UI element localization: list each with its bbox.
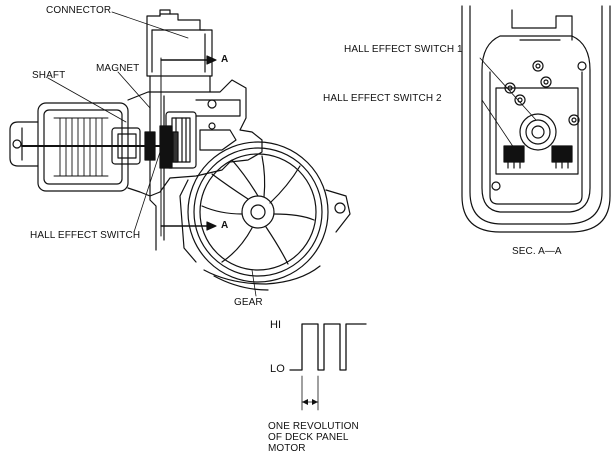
- hall-effect-switch-1-chip: [551, 145, 573, 169]
- connector-label: CONNECTOR: [46, 5, 112, 16]
- section-marker: [160, 55, 217, 237]
- signal-waveform: [289, 323, 367, 411]
- revolution-caption-line2: OF DECK PANEL: [268, 432, 349, 443]
- magnet: [144, 125, 179, 169]
- motor-can: [9, 102, 161, 192]
- hall-effect-switch-1-label: HALL EFFECT SWITCH 1: [344, 44, 463, 55]
- hall-effect-switch-2-chip: [503, 145, 525, 169]
- section-a-bottom-label: A: [221, 220, 229, 231]
- gear-label: GEAR: [234, 297, 263, 308]
- section-caption: SEC. A—A: [512, 246, 562, 257]
- signal-lo-label: LO: [270, 363, 285, 375]
- section-view: [461, 5, 611, 233]
- magnet-label: MAGNET: [96, 63, 140, 74]
- shaft-label: SHAFT: [32, 70, 66, 81]
- hall-effect-switch-2-label: HALL EFFECT SWITCH 2: [323, 93, 442, 104]
- section-a-top-label: A: [221, 54, 229, 65]
- connector-housing: [146, 9, 213, 93]
- signal-hi-label: HI: [270, 319, 282, 331]
- revolution-caption-line3: MOTOR: [268, 443, 306, 454]
- gear-wheel: [179, 141, 351, 291]
- hall-effect-switch-label: HALL EFFECT SWITCH: [30, 230, 141, 241]
- revolution-caption-line1: ONE REVOLUTION: [268, 421, 359, 432]
- leader-lines: [47, 11, 257, 297]
- motor-assembly: [9, 9, 351, 297]
